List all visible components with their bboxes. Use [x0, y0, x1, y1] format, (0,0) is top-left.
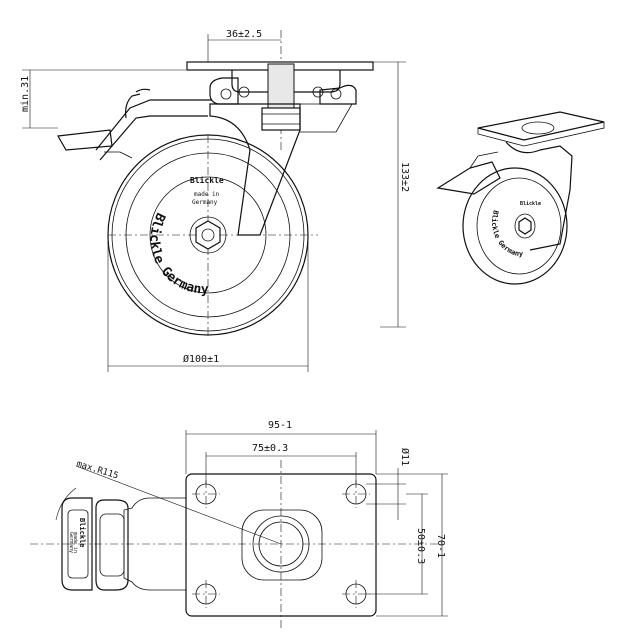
bearing-ball — [220, 88, 232, 100]
iso-fork — [505, 141, 573, 251]
side-view: Blickle made in Germany Blickle Germany … — [20, 29, 410, 372]
plan-brand-label: Blickle — [78, 518, 86, 548]
dim-height-label: 133±2 — [399, 162, 410, 192]
wheel-arc-text: Blickle Germany — [146, 210, 208, 297]
wheel-tyre-inner — [111, 138, 305, 332]
plan-wheel-tyre — [95, 499, 129, 591]
dim-hole-x-label: 75±0.3 — [252, 443, 288, 454]
kingpin — [267, 63, 295, 109]
iso-wheel-hub — [514, 213, 536, 239]
plan-center-boss — [241, 509, 323, 581]
swivel-race-right — [319, 84, 357, 105]
wheel-rim — [125, 152, 291, 318]
bearing-ball — [312, 86, 324, 98]
wheel-hub-ring — [149, 176, 267, 294]
wheel-brand-label: Blickle — [190, 175, 224, 185]
iso-brand-label: Blickle — [520, 201, 541, 207]
plan-brake-plate — [67, 509, 89, 579]
iso-plate-edge — [477, 121, 605, 147]
iso-wheel-outer — [462, 167, 568, 285]
iso-view: Blickle Blickle Germany — [436, 111, 605, 285]
dim-hole-d-label: Ø11 — [399, 448, 411, 466]
plan-plate — [185, 473, 377, 617]
axle-icon — [201, 228, 215, 242]
iso-wheel-rim — [476, 177, 562, 275]
iso-kingpin-ring — [521, 121, 555, 135]
plan-made-in-label: made in — [72, 532, 78, 553]
brake-link — [104, 151, 133, 159]
plan-kingpin-inner — [258, 521, 304, 567]
brake-arm-bottom — [99, 115, 208, 161]
dim-radius-arc — [55, 487, 77, 521]
plan-country-label: Germany — [68, 532, 74, 553]
iso-brake-arm — [469, 151, 499, 169]
kingpin-nut — [261, 107, 301, 131]
plan-wheel-hub — [99, 513, 125, 577]
iso-brake-pedal — [436, 161, 501, 195]
dim-width-label: 95-1 — [268, 420, 292, 431]
brake-spring-tip — [135, 88, 151, 93]
fork-back — [300, 103, 353, 133]
brake-spring-loop — [125, 93, 141, 119]
fork-leg — [209, 103, 301, 236]
plan-view: Blickle made in Germany max.R115 95-1 75… — [30, 420, 448, 630]
wheel-made-in-label: made in — [194, 191, 220, 198]
dim-diameter-label: Ø100±1 — [183, 353, 219, 365]
dim-radius-label: max.R115 — [75, 459, 119, 481]
wheel-country-label: Germany — [192, 199, 218, 206]
axle-nut — [195, 220, 221, 250]
dim-depth-label: 70-1 — [435, 534, 446, 558]
swivel-race-left — [209, 77, 239, 105]
dim-min-label: min.31 — [20, 76, 31, 112]
brake-arm-top — [95, 99, 212, 151]
bearing-ball — [238, 86, 250, 98]
dim-hole-y-label: 50±0.3 — [415, 528, 426, 564]
dim-radius-line — [75, 465, 282, 545]
plan-kingpin-outer — [252, 515, 310, 573]
bearing-ball — [330, 88, 342, 100]
wheel-hub — [189, 216, 227, 254]
dim-offset-label: 36±2.5 — [226, 29, 262, 40]
iso-axle-nut — [518, 217, 532, 235]
